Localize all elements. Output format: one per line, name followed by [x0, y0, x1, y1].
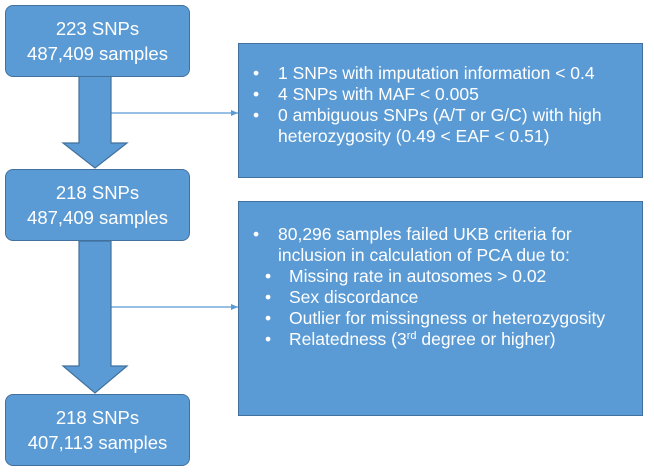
list-item: 0 ambiguous SNPs (A/T or G/C) with high …	[239, 105, 634, 147]
stage-box-initial: 223 SNPs 487,409 samples	[5, 5, 190, 77]
relatedness-text-end: degree or higher)	[416, 329, 556, 349]
stage-snp-count: 223 SNPs	[55, 18, 140, 39]
connector-arrowhead-sample-filter	[231, 304, 238, 310]
stage-box-final: 218 SNPs 407,113 samples	[5, 394, 190, 466]
list-item: 4 SNPs with MAF < 0.005	[239, 84, 634, 105]
stage-snp-count: 218 SNPs	[55, 182, 140, 203]
stage-sample-count: 407,113 samples	[27, 432, 168, 453]
list-item: 80,296 samples failed UKB criteria for i…	[239, 224, 634, 266]
relatedness-text: Relatedness (3	[289, 329, 407, 349]
stage-sample-count: 487,409 samples	[27, 43, 168, 64]
stage-snp-count: 218 SNPs	[55, 407, 140, 428]
stage-sample-count: 487,409 samples	[27, 207, 168, 228]
sample-exclusion-reasons: Missing rate in autosomes > 0.02 Sex dis…	[239, 266, 634, 350]
list-item: Missing rate in autosomes > 0.02	[239, 266, 634, 287]
list-item-relatedness: Relatedness (3rd degree or higher)	[239, 329, 634, 350]
snp-exclusion-list: 1 SNPs with imputation information < 0.4…	[239, 63, 634, 147]
sample-exclusion-list: 80,296 samples failed UKB criteria for i…	[239, 224, 634, 266]
connector-arrowhead-snp-filter	[231, 110, 238, 116]
list-item: Sex discordance	[239, 287, 634, 308]
flow-arrow-2	[61, 240, 129, 394]
list-item: 1 SNPs with imputation information < 0.4	[239, 63, 634, 84]
stage-box-after-snp-qc: 218 SNPs 487,409 samples	[5, 169, 190, 241]
relatedness-ordinal: rd	[406, 330, 417, 342]
list-item: Outlier for missingness or heterozygosit…	[239, 308, 634, 329]
sample-exclusion-box: 80,296 samples failed UKB criteria for i…	[238, 201, 643, 416]
flow-arrow-1	[61, 75, 129, 169]
snp-exclusion-box: 1 SNPs with imputation information < 0.4…	[238, 43, 643, 178]
